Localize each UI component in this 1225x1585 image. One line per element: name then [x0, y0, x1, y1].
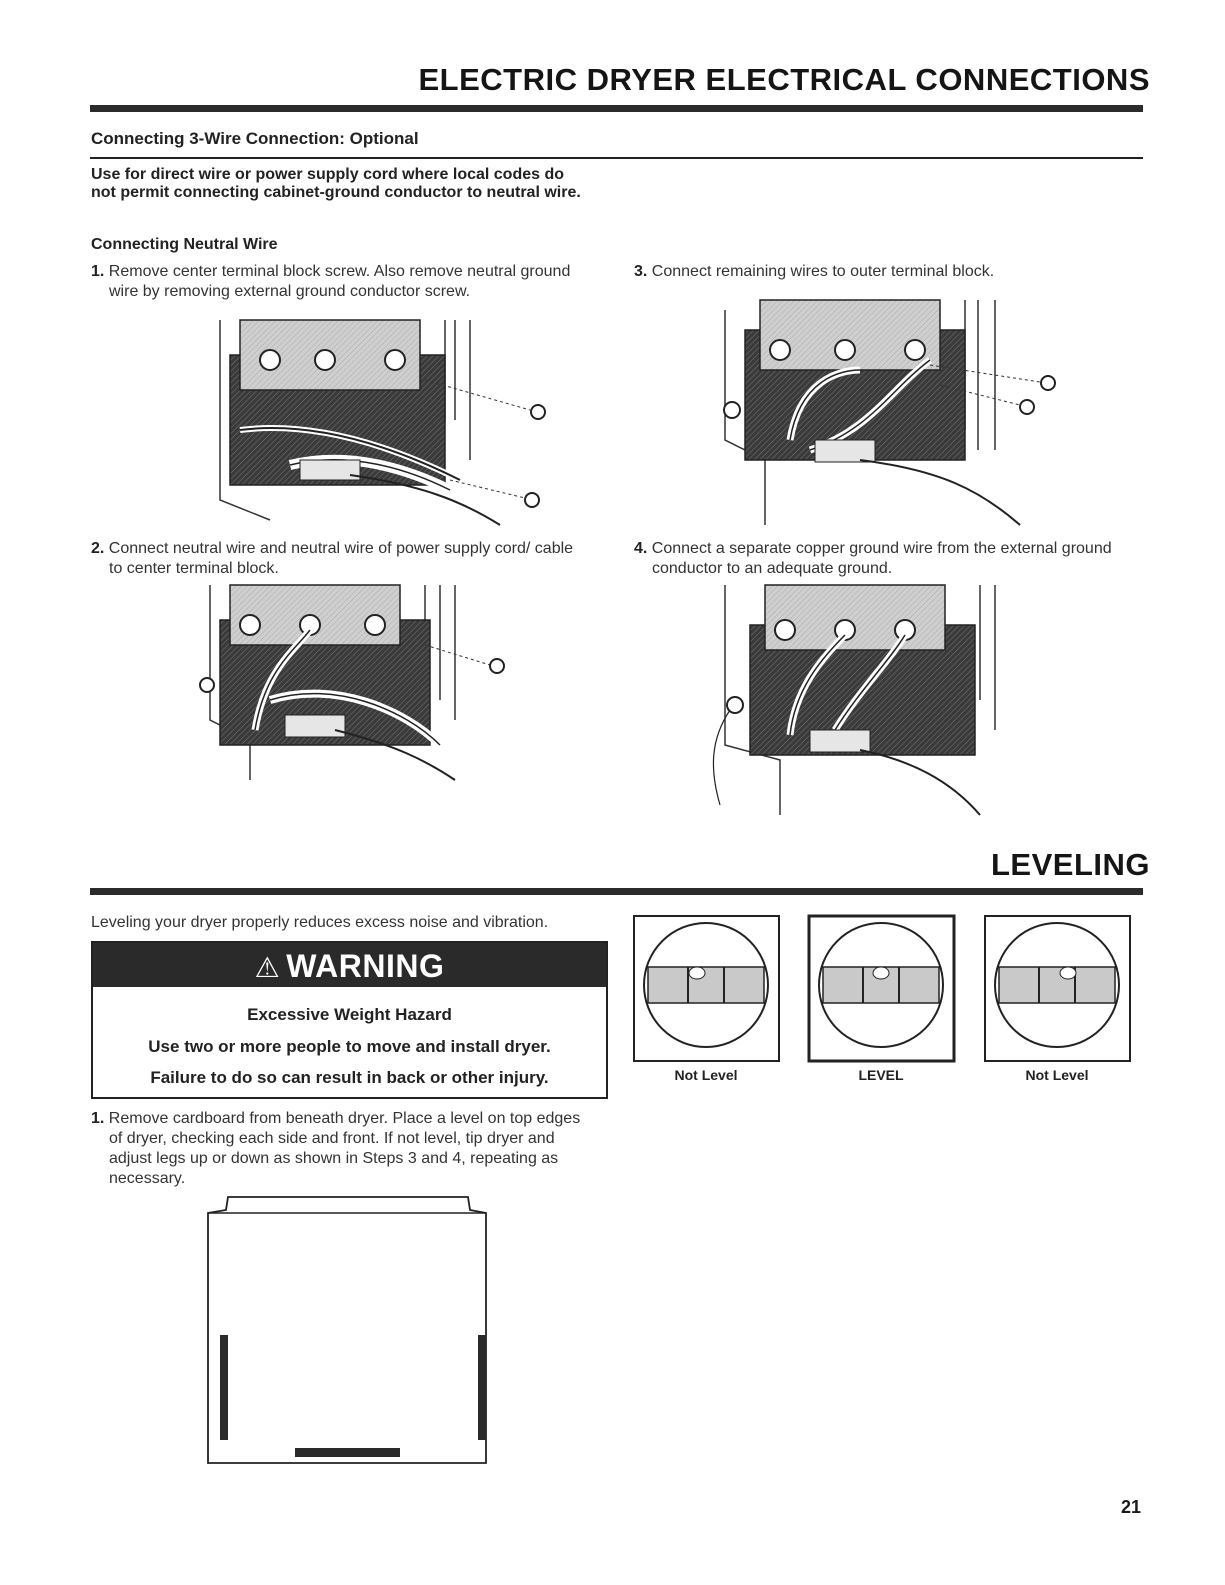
- step-number: 4.: [634, 540, 648, 557]
- leveling-section-title: LEVELING: [990, 847, 1150, 882]
- level-not-level-right: [984, 915, 1131, 1062]
- step-number: 1.: [91, 1110, 105, 1127]
- neutral-wire-subheading: Connecting Neutral Wire: [91, 236, 278, 253]
- terminal-block-illustration-3: [723, 299, 1056, 526]
- step-number: 1.: [91, 263, 105, 280]
- terminal-block-illustration-1: [219, 319, 546, 526]
- level-not-level-left: [633, 915, 780, 1062]
- warning-banner-text: WARNING: [286, 948, 445, 984]
- step-number: 3.: [634, 263, 648, 280]
- warning-hazard: Excessive Weight Hazard: [247, 1005, 452, 1024]
- step-text: Connect neutral wire and neutral wire of…: [108, 540, 574, 577]
- header-rule: [90, 105, 1143, 112]
- level-label-right: Not Level: [1025, 1067, 1089, 1083]
- step-text: Remove center terminal block screw. Also…: [108, 263, 571, 300]
- step-3: 3. Connect remaining wires to outer term…: [634, 262, 1134, 282]
- page-number: 21: [1120, 1497, 1141, 1517]
- subsection-title: Connecting 3-Wire Connection: Optional: [91, 129, 419, 148]
- step-text: Connect a separate copper ground wire fr…: [651, 540, 1112, 577]
- step-text: Remove cardboard from beneath dryer. Pla…: [108, 1110, 581, 1187]
- warning-box: ⚠WARNING Excessive Weight Hazard Use two…: [91, 941, 608, 1099]
- step-1: 1. Remove center terminal block screw. A…: [91, 262, 571, 302]
- dryer-outline-illustration: [207, 1196, 487, 1464]
- leveling-step-1: 1. Remove cardboard from beneath dryer. …: [91, 1109, 581, 1189]
- warning-line-2: Failure to do so can result in back or o…: [150, 1068, 549, 1087]
- step-text: Connect remaining wires to outer termina…: [651, 263, 995, 280]
- level-label-left: Not Level: [674, 1067, 738, 1083]
- warning-triangle-icon: ⚠: [254, 952, 281, 983]
- step-2: 2. Connect neutral wire and neutral wire…: [91, 539, 581, 579]
- step-4: 4. Connect a separate copper ground wire…: [634, 539, 1134, 579]
- level-level-center: [807, 914, 956, 1063]
- step-number: 2.: [91, 540, 105, 557]
- warning-line-1: Use two or more people to move and insta…: [148, 1037, 551, 1056]
- terminal-block-illustration-2: [199, 584, 505, 781]
- terminal-block-illustration-4: [712, 584, 996, 816]
- subsection-rule: [90, 157, 1143, 159]
- warning-banner: ⚠WARNING: [93, 943, 606, 987]
- level-label-center: LEVEL: [858, 1067, 904, 1083]
- leveling-rule: [90, 888, 1143, 895]
- intro-bold-text: Use for direct wire or power supply cord…: [91, 166, 581, 201]
- section-title: ELECTRIC DRYER ELECTRICAL CONNECTIONS: [418, 62, 1150, 97]
- leveling-intro: Leveling your dryer properly reduces exc…: [91, 914, 549, 931]
